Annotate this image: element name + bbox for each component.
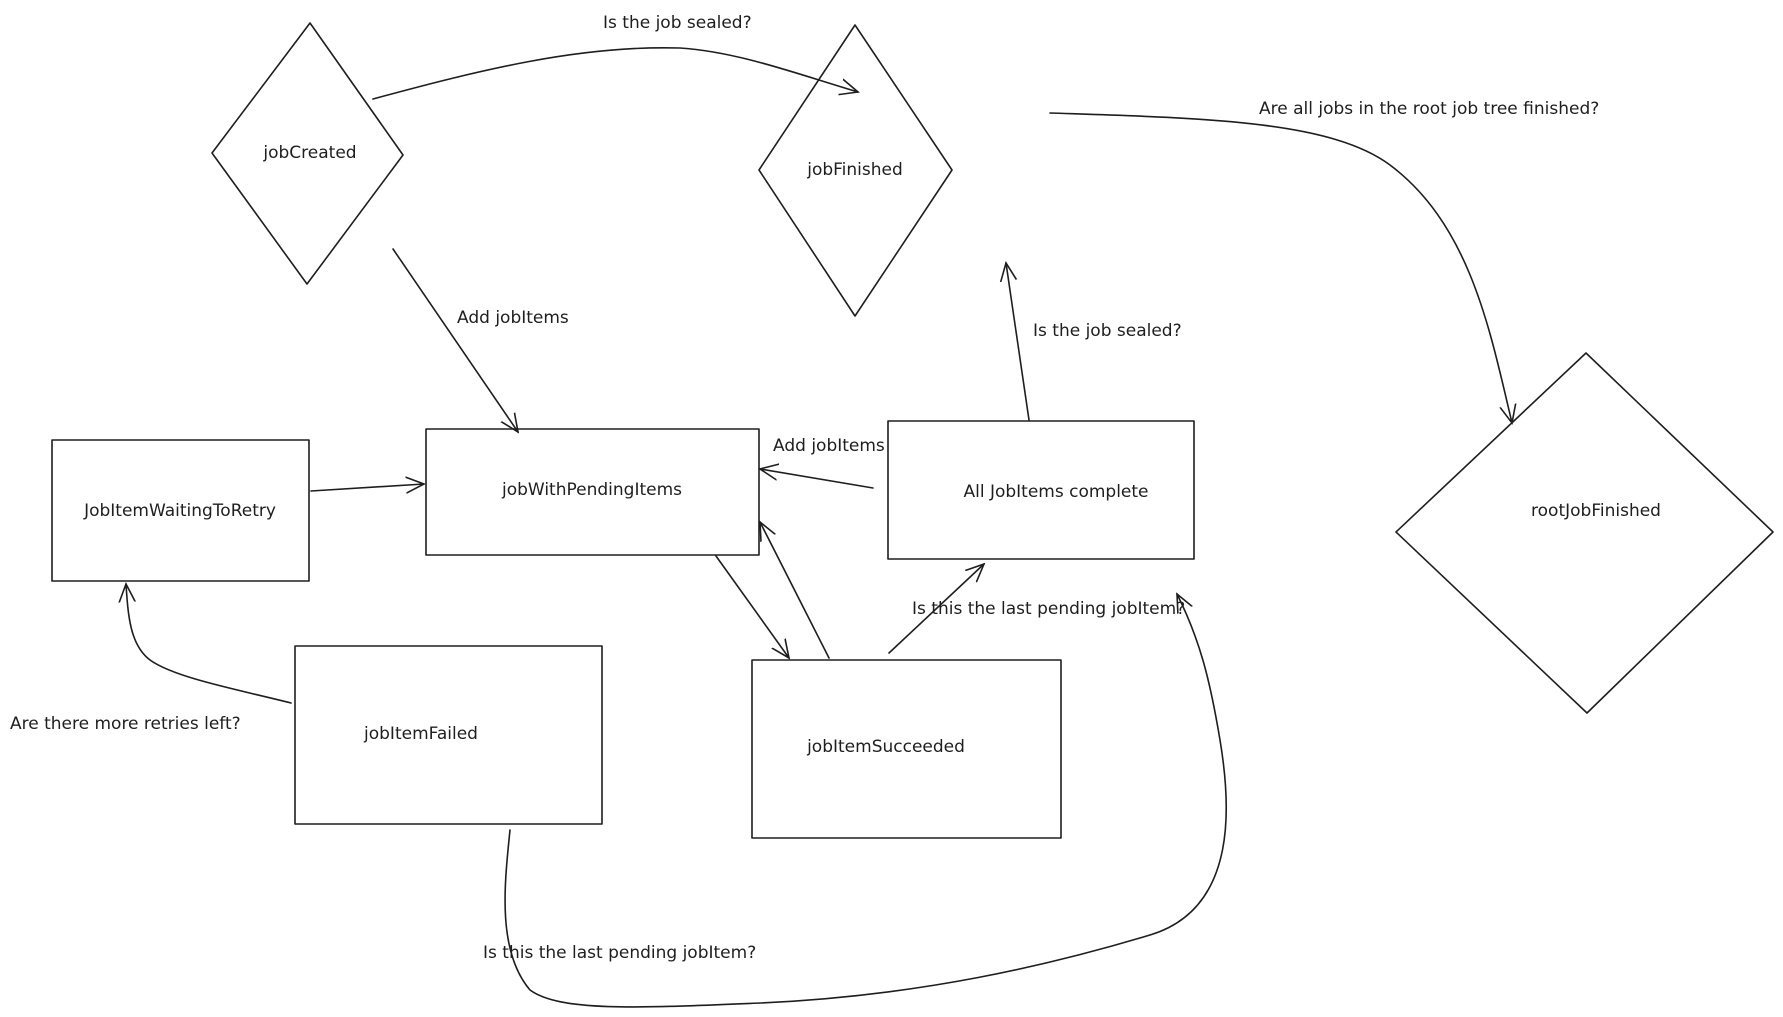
rectangle-shape — [294, 645, 603, 825]
edge-waiting-to-retry-to-job-with-pending-items[interactable] — [310, 484, 424, 491]
edge-job-finished-to-root-job-finished[interactable]: Are all jobs in the root job tree finish… — [1049, 99, 1599, 423]
edge-job-item-succeeded-to-job-with-pending-items[interactable] — [760, 522, 830, 659]
diamond-shape — [211, 22, 404, 285]
edge-job-created-to-job-finished[interactable]: Is the job sealed? — [372, 13, 858, 100]
node-label: jobFinished — [806, 160, 903, 180]
node-label: jobItemFailed — [363, 724, 478, 744]
node-job-with-pending-items[interactable]: jobWithPendingItems — [425, 428, 760, 556]
node-label: jobCreated — [262, 143, 356, 163]
node-job-item-failed[interactable]: jobItemFailed — [294, 645, 603, 825]
edge-job-item-failed-to-all-complete[interactable]: Is this the last pending jobItem? — [483, 594, 1228, 1008]
arrow-path — [310, 484, 424, 491]
edge-job-created-to-job-with-pending-items[interactable]: Add jobItems — [392, 248, 569, 432]
node-label: jobWithPendingItems — [501, 480, 682, 500]
arrow-path — [1049, 112, 1512, 423]
node-root-job-finished[interactable]: rootJobFinished — [1395, 352, 1774, 714]
node-job-item-waiting-to-retry[interactable]: JobItemWaitingToRetry — [51, 439, 310, 582]
rectangle-shape — [887, 420, 1195, 560]
rectangle-shape — [51, 439, 310, 582]
node-label: rootJobFinished — [1531, 501, 1661, 521]
arrow-path — [1006, 263, 1030, 421]
arrow-path — [715, 555, 789, 658]
edge-label: Are all jobs in the root job tree finish… — [1259, 99, 1599, 119]
diamond-shape — [1395, 352, 1774, 714]
edge-label: Is this the last pending jobItem? — [483, 943, 756, 963]
edge-all-complete-to-job-finished[interactable]: Is the job sealed? — [1006, 263, 1182, 421]
node-label: All JobItems complete — [963, 482, 1148, 502]
node-job-finished[interactable]: jobFinished — [758, 24, 953, 317]
arrow-path — [392, 248, 518, 432]
edge-label: Are there more retries left? — [10, 714, 241, 734]
edge-label: Add jobItems — [457, 308, 569, 328]
rectangle-shape — [425, 428, 760, 556]
edge-job-item-succeeded-to-all-complete[interactable]: Is this the last pending jobItem? — [888, 564, 1185, 654]
node-label: jobItemSucceeded — [806, 737, 965, 757]
edge-label: Is this the last pending jobItem? — [912, 599, 1185, 619]
edge-job-item-failed-to-waiting-to-retry[interactable]: Are there more retries left? — [10, 584, 292, 734]
arrow-path — [504, 594, 1228, 1008]
edge-all-complete-to-job-with-pending-items[interactable]: Add jobItems — [760, 436, 885, 489]
arrow-path — [372, 46, 858, 100]
arrow-path — [760, 522, 830, 659]
diamond-shape — [758, 24, 953, 317]
edge-job-with-pending-items-to-job-item-succeeded[interactable] — [715, 555, 789, 658]
rectangle-shape — [751, 659, 1062, 839]
node-all-job-items-complete[interactable]: All JobItems complete — [887, 420, 1195, 560]
edge-label: Is the job sealed? — [1033, 321, 1182, 341]
arrow-path — [760, 469, 874, 489]
arrow-path — [126, 584, 292, 704]
arrow-path — [888, 564, 984, 654]
node-job-created[interactable]: jobCreated — [211, 22, 404, 285]
node-job-item-succeeded[interactable]: jobItemSucceeded — [751, 659, 1062, 839]
edge-label: Is the job sealed? — [603, 13, 752, 33]
edge-label: Add jobItems — [773, 436, 885, 456]
node-label: JobItemWaitingToRetry — [83, 501, 276, 521]
